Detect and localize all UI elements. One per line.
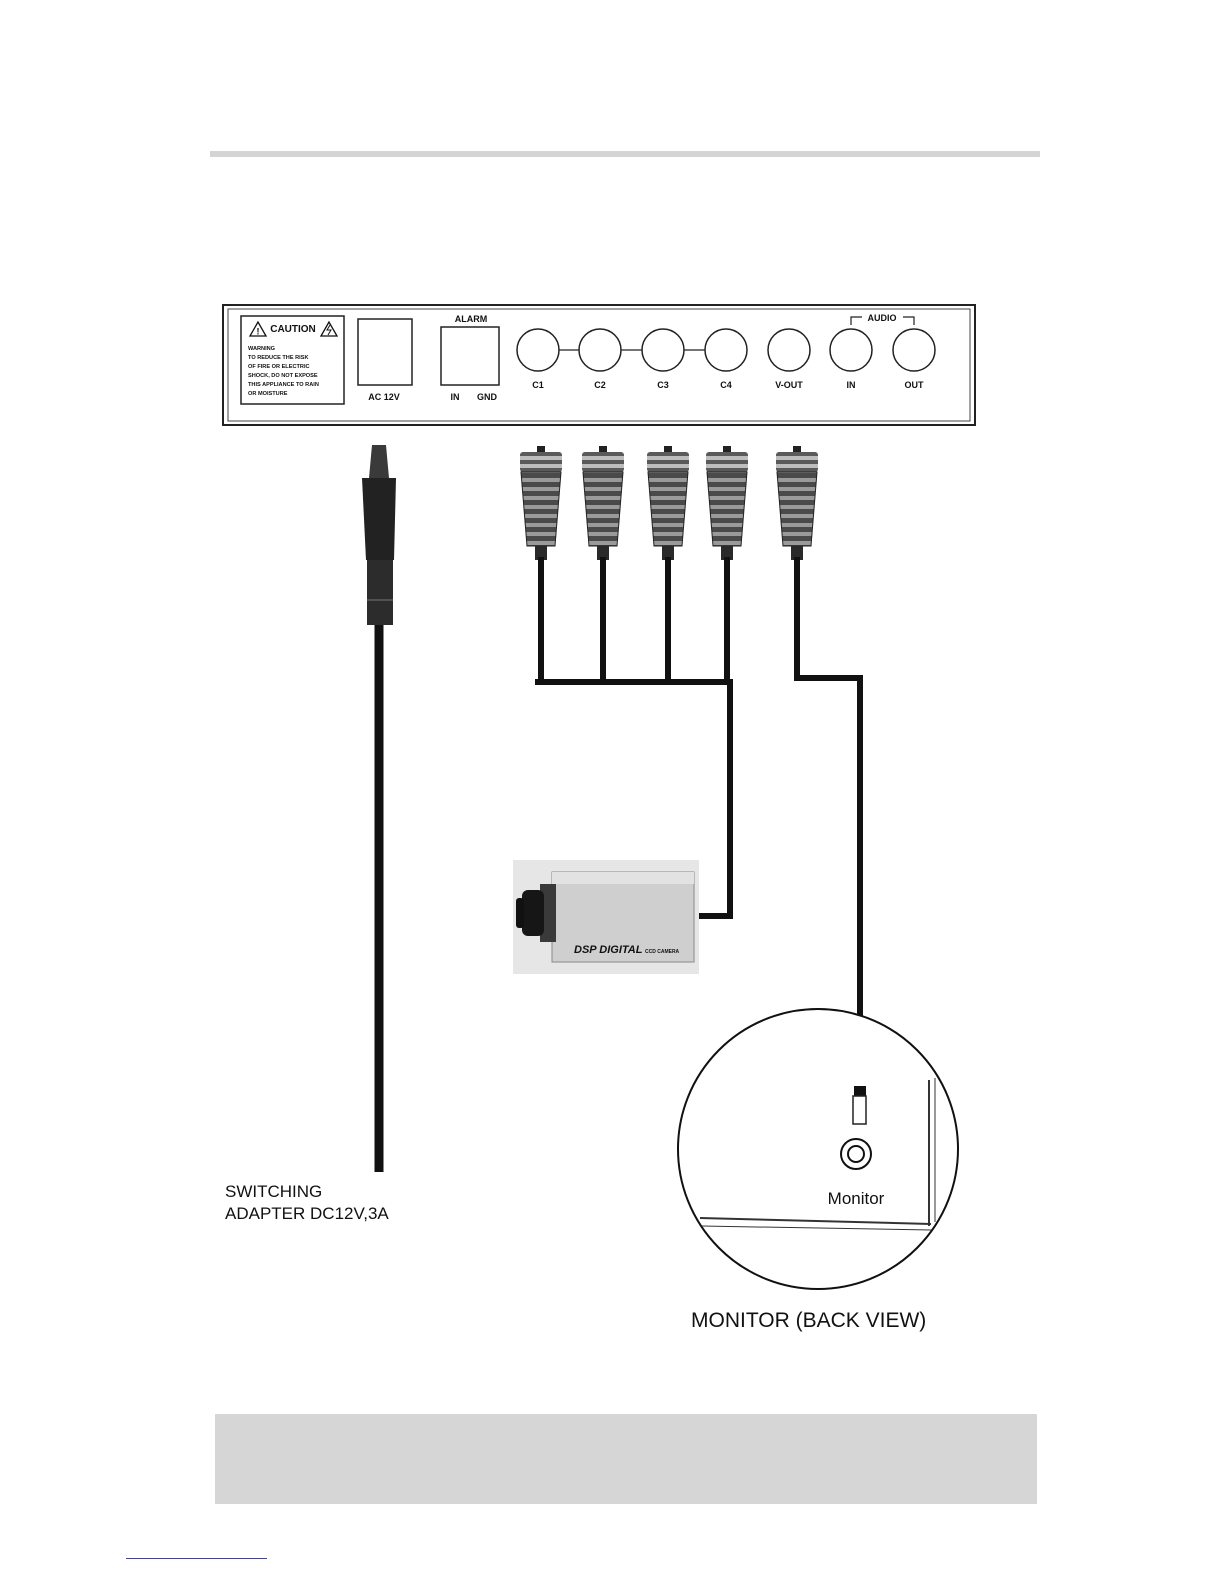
alarm-gnd-label: GND xyxy=(477,392,498,402)
caution-title: CAUTION xyxy=(270,324,316,335)
jack-c3 xyxy=(642,329,684,371)
warning-line: SHOCK, DO NOT EXPOSE xyxy=(248,373,318,379)
warning-line: THIS APPLIANCE TO RAIN xyxy=(248,382,319,388)
jack-c2 xyxy=(579,329,621,371)
alarm-in-label: IN xyxy=(451,392,460,402)
svg-text:!: ! xyxy=(257,327,260,337)
rear-panel: ! CAUTION WARNING TO REDUCE THE RISK OF … xyxy=(223,305,975,425)
audio-label: AUDIO xyxy=(868,313,897,323)
jack-audio-in xyxy=(830,329,872,371)
power-label: AC 12V xyxy=(368,392,400,402)
port-label-audio-in: IN xyxy=(847,380,856,390)
warning-line: OR MOISTURE xyxy=(248,391,288,397)
monitor-caption: MONITOR (BACK VIEW) xyxy=(691,1309,926,1332)
bnc-plug-c4 xyxy=(706,446,748,560)
jack-c1 xyxy=(517,329,559,371)
bnc-plug-c3 xyxy=(647,446,689,560)
port-label-c4: C4 xyxy=(720,380,732,390)
port-label-audio-out: OUT xyxy=(905,380,925,390)
video-cables xyxy=(538,560,860,1086)
port-label-v-out: V-OUT xyxy=(775,380,803,390)
caution-label: ! CAUTION WARNING TO REDUCE THE RISK OF … xyxy=(241,316,344,404)
bnc-plug-c1 xyxy=(520,446,562,560)
alarm-terminal xyxy=(441,327,499,385)
bnc-plug-v-out xyxy=(776,446,818,560)
camera-brand: DSP DIGITAL xyxy=(574,944,643,956)
port-label-c3: C3 xyxy=(657,380,669,390)
camera: DSP DIGITAL CCD CAMERA xyxy=(513,860,699,974)
warning-line: OF FIRE OR ELECTRIC xyxy=(248,364,310,370)
monitor-jack-label: Monitor xyxy=(828,1189,885,1208)
power-socket xyxy=(358,319,412,385)
jack-audio-out xyxy=(893,329,935,371)
lens-icon xyxy=(522,890,544,936)
port-label-c2: C2 xyxy=(594,380,606,390)
warning-line: TO REDUCE THE RISK xyxy=(248,355,309,361)
footer-band xyxy=(215,1414,1037,1504)
adapter-label-line1: SWITCHING xyxy=(225,1182,322,1201)
jack-v-out xyxy=(768,329,810,371)
camera-subtext: CCD CAMERA xyxy=(645,949,680,955)
warning-line: WARNING xyxy=(248,346,275,352)
footer-link-underline xyxy=(126,1558,267,1559)
power-plug xyxy=(362,445,396,625)
monitor-back-view: Monitor xyxy=(678,1009,958,1289)
adapter-label-line2: ADAPTER DC12V,3A xyxy=(225,1204,389,1223)
bnc-plug-c2 xyxy=(582,446,624,560)
alarm-label: ALARM xyxy=(455,314,488,324)
monitor-plug xyxy=(853,1096,866,1124)
port-label-c1: C1 xyxy=(532,380,544,390)
jack-c4 xyxy=(705,329,747,371)
